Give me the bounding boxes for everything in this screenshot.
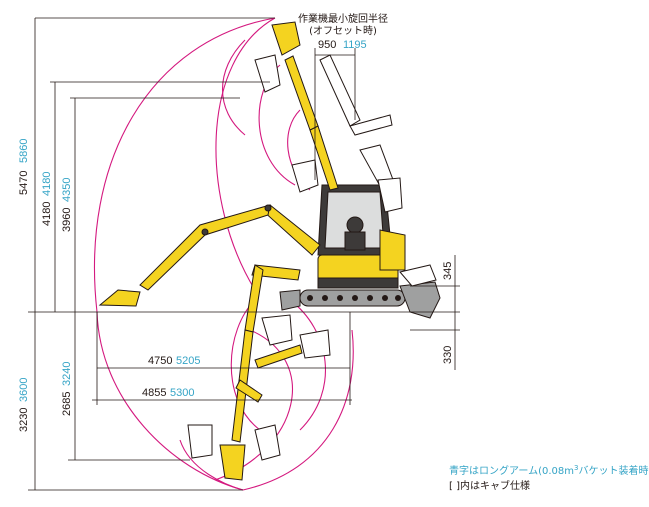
- max-height-long: 5860: [18, 139, 30, 163]
- max-height-standard: 5470: [18, 171, 30, 195]
- dump-height2-long: 4350: [61, 178, 73, 202]
- blade-lower-depth: 330: [442, 346, 454, 364]
- vertical-depth-standard: 2685: [61, 392, 73, 416]
- dump-height-long: 4180: [41, 172, 53, 196]
- max-reach-standard: 4855: [142, 387, 166, 399]
- min-swing-title: 作業機最小旋回半径: [298, 12, 388, 25]
- min-swing-long: 1195: [343, 39, 367, 51]
- dump-height2-standard: 3960: [61, 208, 73, 232]
- dimension-lines: [28, 17, 460, 491]
- bucket-max-height: [271, 21, 301, 56]
- dimension-labels: 作業機最小旋回半径 (オフセット時) 950 1195 5470 5860 41…: [18, 12, 454, 432]
- max-depth-standard: 3230: [18, 408, 30, 432]
- bucket-max-depth: [219, 444, 246, 481]
- max-reach-long: 5300: [170, 387, 194, 399]
- dozer-blade: [399, 281, 441, 319]
- min-swing-subtitle: (オフセット時): [309, 25, 377, 37]
- legend: 青字はロングアーム(0.08m3バケット装着時) [ ]内はキャブ仕様: [449, 464, 649, 492]
- working-envelope: [93, 17, 354, 491]
- legend-cab-note: [ ]内はキャブ仕様: [449, 479, 530, 492]
- bucket-max-reach: [98, 289, 141, 307]
- ground-reach-standard: 4750: [148, 355, 172, 367]
- ground-reach-long: 5205: [176, 355, 200, 367]
- legend-long-arm-note: 青字はロングアーム(0.08m3バケット装着時): [449, 464, 649, 477]
- dump-height-standard: 4180: [41, 202, 53, 226]
- excavator-body: [279, 184, 441, 319]
- min-swing-standard: 950: [318, 39, 336, 51]
- front-attachments: [98, 21, 403, 481]
- blade-lift-height: 345: [442, 262, 454, 280]
- vertical-depth-long: 3240: [61, 362, 73, 386]
- max-depth-long: 3600: [18, 378, 30, 402]
